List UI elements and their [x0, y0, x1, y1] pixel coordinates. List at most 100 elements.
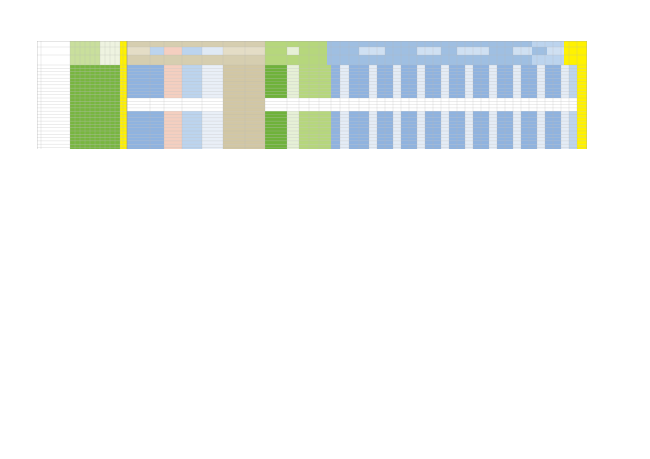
sheet-cell: [182, 94, 202, 98]
sheet-cell: [569, 144, 577, 148]
sheet-cell: [127, 121, 150, 125]
sheet-cell: [287, 98, 299, 102]
sheet-cell: [409, 121, 417, 125]
sheet-cell: [287, 84, 299, 89]
sheet-cell: [41, 124, 70, 128]
sheet-cell: [164, 111, 182, 115]
sheet-cell: [409, 101, 417, 105]
sheet-cell: [123, 127, 127, 131]
sheet-cell: [401, 124, 409, 128]
sheet-cell: [481, 101, 489, 105]
sheet-cell: [473, 107, 481, 112]
sheet-cell: [37, 107, 41, 112]
sheet-cell: [385, 91, 393, 95]
sheet-cell: [433, 147, 441, 149]
sheet-cell: [331, 131, 340, 135]
sheet-cell: [245, 71, 265, 75]
sheet-cell: [80, 131, 85, 135]
sheet-cell: [41, 94, 70, 98]
sheet-cell: [473, 94, 481, 98]
sheet-cell: [561, 74, 569, 79]
sheet-cell: [489, 68, 497, 72]
sheet-cell: [331, 134, 340, 138]
sheet-cell: [287, 114, 299, 118]
sheet-cell: [120, 134, 123, 138]
sheet-cell: [70, 98, 75, 102]
sheet-cell: [449, 147, 457, 149]
sheet-cell: [80, 101, 85, 105]
sheet-cell: [309, 140, 319, 145]
sheet-cell: [545, 78, 553, 82]
sheet-cell: [182, 134, 202, 138]
sheet-cell: [505, 107, 513, 112]
sheet-cell: [409, 124, 417, 128]
sheet-cell: [41, 104, 70, 108]
sheet-cell: [425, 121, 433, 125]
sheet-cell: [202, 137, 223, 141]
sheet-cell: [521, 78, 529, 82]
sheet-cell: [105, 94, 110, 98]
sheet-cell: [521, 137, 529, 141]
sheet-cell: [497, 81, 505, 85]
sheet-cell: [409, 104, 417, 108]
sheet-cell: [105, 131, 110, 135]
sheet-cell: [425, 107, 433, 112]
sheet-cell: [287, 107, 299, 112]
sheet-cell: [545, 127, 553, 131]
sheet-cell: [537, 71, 545, 75]
sheet-cell: [80, 94, 85, 98]
sheet-cell: [123, 84, 127, 89]
sheet-cell: [85, 84, 90, 89]
sheet-cell: [105, 88, 110, 92]
sheet-cell: [457, 107, 465, 112]
sheet-cell: [569, 111, 577, 115]
sheet-cell: [553, 114, 561, 118]
sheet-cell: [481, 131, 489, 135]
sheet-cell: [497, 104, 505, 108]
sheet-cell: [287, 74, 299, 79]
sheet-cell: [537, 134, 545, 138]
sheet-cell: [309, 98, 319, 102]
sheet-cell: [340, 114, 349, 118]
sheet-cell: [75, 68, 80, 72]
spreadsheet[interactable]: [37, 41, 587, 149]
sheet-cell: [164, 65, 182, 69]
sheet-cell: [401, 71, 409, 75]
sheet-cell: [164, 140, 182, 145]
sheet-cell: [425, 117, 433, 122]
sheet-cell: [537, 117, 545, 122]
sheet-cell: [287, 81, 299, 85]
sheet-cell: [561, 104, 569, 108]
sheet-cell: [425, 104, 433, 108]
sheet-cell: [417, 88, 425, 92]
sheet-cell: [481, 68, 489, 72]
sheet-cell: [505, 147, 513, 149]
sheet-cell: [70, 104, 75, 108]
sheet-cell: [561, 127, 569, 131]
sheet-cell: [90, 111, 95, 115]
sheet-cell: [37, 65, 41, 69]
sheet-cell: [223, 78, 245, 82]
sheet-cell: [449, 98, 457, 102]
sheet-cell: [473, 88, 481, 92]
sheet-cell: [545, 91, 553, 95]
sheet-cell: [489, 107, 497, 112]
sheet-cell: [521, 88, 529, 92]
sheet-cell: [245, 88, 265, 92]
sheet-cell: [521, 101, 529, 105]
sheet-cell: [537, 91, 545, 95]
sheet-cell: [577, 74, 587, 79]
sheet-cell: [529, 71, 537, 75]
sheet-cell: [100, 121, 105, 125]
sheet-cell: [331, 81, 340, 85]
sheet-cell: [150, 147, 164, 149]
sheet-cell: [359, 94, 369, 98]
sheet-cell: [359, 134, 369, 138]
sheet-cell: [182, 147, 202, 149]
sheet-cell: [569, 124, 577, 128]
sheet-cell: [545, 71, 553, 75]
sheet-cell: [441, 124, 449, 128]
sheet-cell: [245, 114, 265, 118]
sheet-cell: [340, 121, 349, 125]
sheet-cell: [529, 114, 537, 118]
